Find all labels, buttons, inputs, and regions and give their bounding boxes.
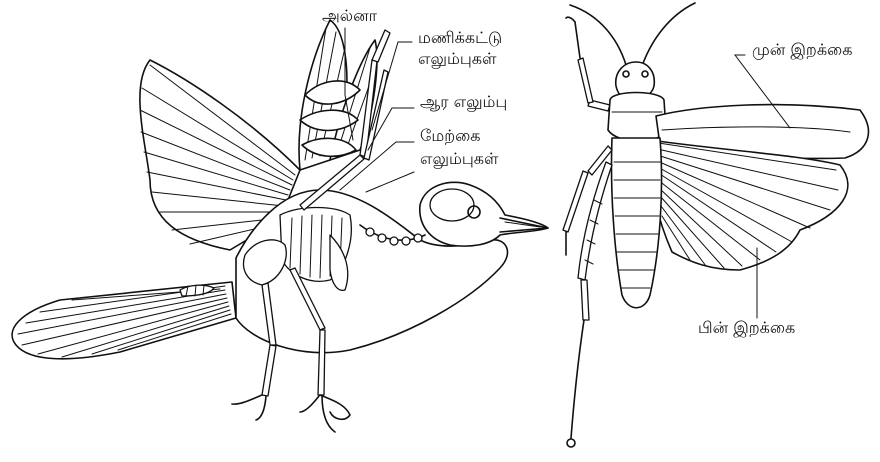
label-ulna: அல்னா bbox=[322, 6, 377, 26]
front-leg-left bbox=[566, 17, 610, 111]
bird-drawing bbox=[12, 20, 548, 432]
antenna-right bbox=[640, 3, 695, 72]
label-humerus-1: மேற்கை bbox=[420, 126, 481, 146]
bird-head bbox=[420, 182, 548, 246]
leader-body bbox=[366, 172, 414, 192]
label-carpals-1: மணிக்கட்டு bbox=[418, 28, 502, 48]
hindwing-shape bbox=[650, 140, 848, 270]
label-hindwing: பின் இறக்கை bbox=[698, 318, 795, 338]
label-carpals-2: எலும்புகள் bbox=[418, 49, 496, 69]
label-radius: ஆர எலும்பு bbox=[420, 92, 507, 112]
label-forewing: முன் இறக்கை bbox=[752, 40, 852, 60]
label-humerus-2: எலும்புகள் bbox=[420, 149, 498, 169]
grasshopper-abdomen bbox=[611, 138, 661, 308]
grasshopper-drawing bbox=[563, 3, 868, 447]
